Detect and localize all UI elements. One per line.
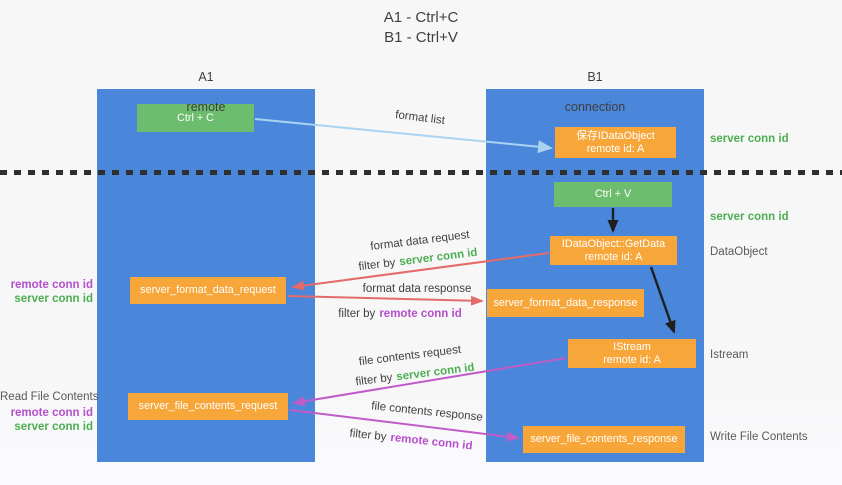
left-server-conn-id-2: server conn id xyxy=(14,420,93,433)
filter-prefix: filter by xyxy=(338,308,376,320)
node-istream-line2: remote id: A xyxy=(603,353,661,366)
left-conn-ids-group-2: remote conn id server conn id xyxy=(0,407,93,434)
node-file-response-label: server_file_contents_response xyxy=(530,433,678,445)
label-format-list: format list xyxy=(394,109,446,127)
node-format-response-label: server_format_data_response xyxy=(493,296,638,309)
node-save-idataobject: 保存IDataObject remote id: A xyxy=(555,127,676,158)
label-file-contents-response: file contents response xyxy=(370,400,484,424)
node-ctrl-c: Ctrl + C xyxy=(137,104,254,132)
left-server-conn-id-1: server conn id xyxy=(14,292,93,305)
node-idataobject-getdata: IDataObject::GetData remote id: A xyxy=(550,236,677,265)
node-server-format-data-request: server_format_data_request xyxy=(130,277,286,304)
filter-highlight-server-conn-id: server conn id xyxy=(398,246,479,269)
filter-prefix: filter by xyxy=(348,427,388,444)
node-server-file-contents-response: server_file_contents_response xyxy=(523,426,685,453)
filter-prefix: filter by xyxy=(357,256,397,274)
diagram-title: A1 - Ctrl+C B1 - Ctrl+V xyxy=(0,8,842,48)
node-ctrl-v: Ctrl + V xyxy=(554,182,672,207)
lane-a1-name: A1 xyxy=(198,70,214,84)
dashed-divider-line xyxy=(0,170,842,175)
label-format-data-response: format data response xyxy=(362,283,472,295)
node-server-format-data-response: server_format_data_response xyxy=(487,289,644,317)
title-line-1: A1 - Ctrl+C xyxy=(383,9,459,26)
node-istream-line1: IStream xyxy=(613,340,651,353)
node-save-idataobject-line2: remote id: A xyxy=(586,142,645,155)
left-conn-ids-group-1: remote conn id server conn id xyxy=(0,279,93,306)
lane-b1-role: connection xyxy=(564,100,626,114)
right-write-file-contents: Write File Contents xyxy=(710,431,808,443)
node-getdata-line1: IDataObject::GetData xyxy=(561,237,666,250)
title-line-2: B1 - Ctrl+V xyxy=(384,29,458,46)
node-ctrl-c-label: Ctrl + C xyxy=(177,111,214,124)
right-server-conn-id-1: server conn id xyxy=(710,133,789,145)
node-istream: IStream remote id: A xyxy=(568,339,696,368)
lane-header-a1-remote: A1 remote xyxy=(97,55,315,130)
filter-highlight-remote-conn-id: remote conn id xyxy=(389,431,474,453)
filter-prefix: filter by xyxy=(354,371,394,389)
node-server-file-contents-request: server_file_contents_request xyxy=(128,393,288,420)
left-remote-conn-id-2: remote conn id xyxy=(10,407,93,419)
node-getdata-line2: remote id: A xyxy=(584,250,643,263)
node-format-request-label: server_format_data_request xyxy=(140,284,276,296)
left-read-file-contents: Read File Contents xyxy=(0,391,99,403)
node-file-request-label: server_file_contents_request xyxy=(138,400,278,412)
filter-highlight-remote-conn-id: remote conn id xyxy=(379,308,462,320)
node-save-idataobject-line1: 保存IDataObject xyxy=(576,129,655,142)
lane-header-b1-connection: B1 connection xyxy=(486,55,704,130)
right-server-conn-id-2: server conn id xyxy=(710,211,789,223)
left-remote-conn-id-1: remote conn id xyxy=(10,279,93,291)
right-istream-label: Istream xyxy=(710,349,749,361)
right-dataobject-label: DataObject xyxy=(710,246,768,258)
arrow-format-data-response xyxy=(287,295,484,306)
filter-highlight-server-conn-id: server conn id xyxy=(395,361,476,384)
node-ctrl-v-label: Ctrl + V xyxy=(594,188,632,200)
lane-b1-name: B1 xyxy=(587,70,603,84)
lane-a1-role: remote xyxy=(186,100,226,114)
